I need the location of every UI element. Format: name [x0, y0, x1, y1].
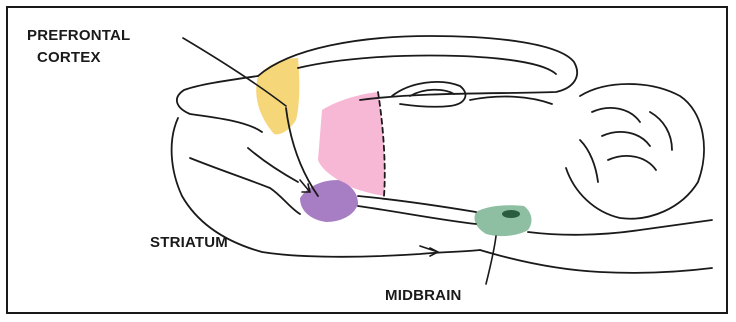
- midbrain-label: MIDBRAIN: [385, 287, 462, 304]
- cerebellum-folia-3: [608, 156, 656, 170]
- cerebellum-folia-1: [592, 108, 640, 122]
- prefrontal-label-line1: PREFRONTAL: [27, 27, 130, 44]
- cerebellum-outline: [566, 84, 704, 219]
- prefrontal-label-line2: CORTEX: [37, 49, 101, 66]
- medial-forebrain-bundle: [358, 196, 476, 212]
- cortex-pink-region: [318, 92, 385, 196]
- frontal-outline: [177, 76, 262, 132]
- cortex-outer-contour: [258, 36, 577, 100]
- cerebellum-folia-5: [580, 140, 598, 182]
- cerebellum-folia-2: [602, 132, 650, 146]
- brainstem-dorsal: [528, 220, 712, 235]
- striatum-label: STRIATUM: [150, 234, 228, 251]
- midbrain-region: [474, 205, 531, 236]
- prefrontal-cortex-region: [256, 58, 299, 134]
- cerebellum-folia-4: [650, 112, 672, 150]
- brainstem-ventral: [480, 250, 712, 273]
- olfactory-tract: [190, 158, 300, 214]
- midbrain-leader-line: [486, 236, 496, 284]
- midbrain-nucleus: [502, 210, 520, 218]
- thalamus-outline: [470, 97, 552, 104]
- anterior-commissure: [248, 148, 298, 182]
- cortex-inner-contour: [298, 56, 556, 75]
